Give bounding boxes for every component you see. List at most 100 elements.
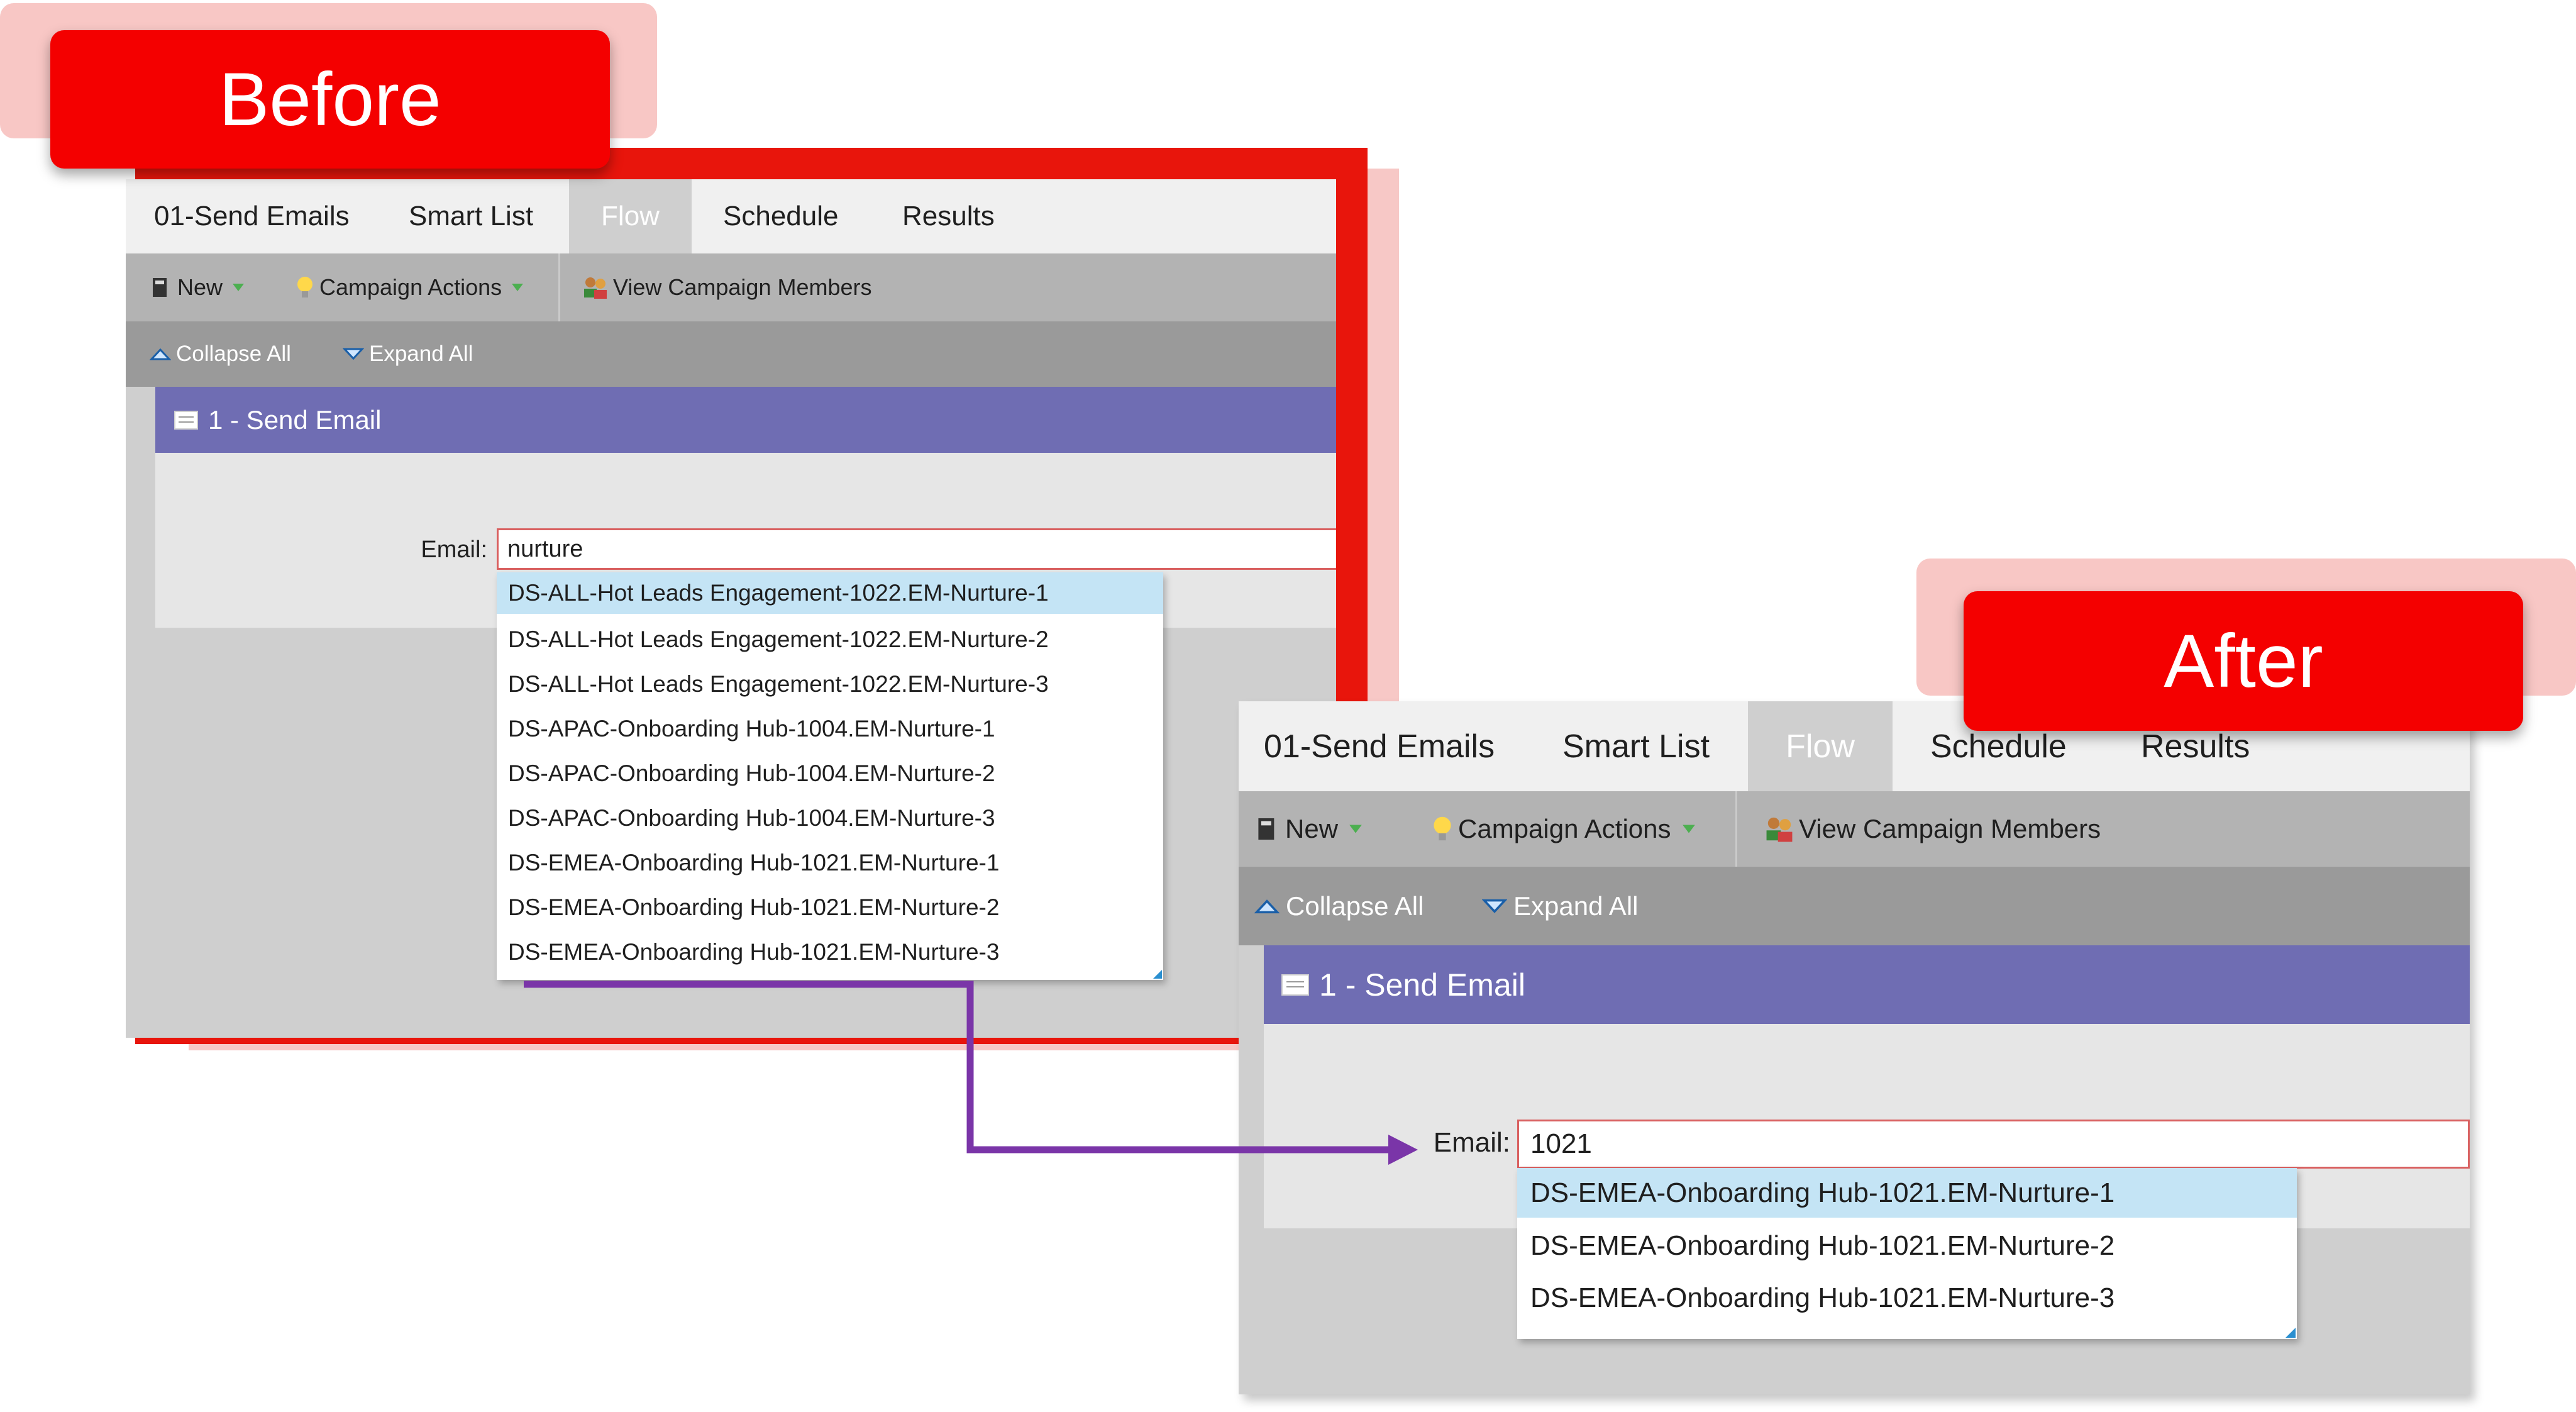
campaign-actions-button[interactable]: Campaign Actions (296, 253, 524, 321)
option-label: DS-APAC-Onboarding Hub-1004.EM-Nurture-1 (508, 715, 995, 742)
tab-label: Smart List (1562, 728, 1710, 765)
chevron-down-icon (512, 284, 524, 291)
collapse-all-button[interactable]: Collapse All (150, 321, 291, 387)
dropdown-option[interactable]: DS-EMEA-Onboarding Hub-1021.EM-Nurture-3 (497, 930, 1163, 974)
dropdown-option[interactable]: DS-EMEA-Onboarding Hub-1021.EM-Nurture-2 (1517, 1220, 2297, 1272)
new-icon (1258, 818, 1274, 840)
tab-smart-list[interactable]: Smart List (409, 179, 533, 253)
after-subbar: Collapse All Expand All (1239, 867, 2470, 945)
dropdown-option[interactable]: DS-EMEA-Onboarding Hub-1021.EM-Nurture-1 (497, 840, 1163, 885)
toolbar-divider (558, 253, 560, 321)
tab-label: Schedule (723, 201, 839, 231)
collapse-all-label: Collapse All (176, 342, 291, 366)
option-label: DS-EMEA-Onboarding Hub-1021.EM-Nurture-2 (1530, 1230, 2115, 1261)
expand-icon (1482, 899, 1507, 913)
tab-flow[interactable]: Flow (1748, 701, 1893, 791)
lightbulb-icon (297, 277, 312, 297)
dropdown-option[interactable]: DS-EMEA-Onboarding Hub-1021.EM-Nurture-2 (497, 885, 1163, 930)
people-icon (1766, 817, 1793, 842)
tab-label: 01-Send Emails (1264, 728, 1495, 765)
expand-all-label: Expand All (1513, 891, 1639, 921)
after-toolbar: New Campaign Actions View Campaign Membe… (1239, 791, 2470, 867)
dropdown-option[interactable]: DS-ALL-Hot Leads Engagement-1022.EM-Nurt… (497, 662, 1163, 706)
before-toolbar: New Campaign Actions View Campaign Membe… (126, 253, 1336, 321)
view-members-label: View Campaign Members (613, 274, 872, 300)
dropdown-option[interactable]: DS-APAC-Onboarding Hub-1004.EM-Nurture-3 (497, 796, 1163, 840)
email-input-value: nurture (507, 535, 583, 562)
before-subbar: Collapse All Expand All (126, 321, 1336, 387)
campaign-actions-label: Campaign Actions (319, 274, 502, 300)
view-campaign-members-button[interactable]: View Campaign Members (582, 253, 872, 321)
before-label: Before (50, 30, 610, 169)
resize-handle-icon[interactable] (2286, 1328, 2296, 1338)
tab-label: Schedule (1930, 728, 2067, 765)
option-label: DS-EMEA-Onboarding Hub-1021.EM-Nurture-1 (508, 849, 1000, 876)
dropdown-option[interactable]: DS-ALL-Hot Leads Engagement-1022.EM-Nurt… (497, 617, 1163, 662)
toolbar-divider (1735, 791, 1737, 867)
tab-schedule[interactable]: Schedule (723, 179, 838, 253)
tab-send-emails[interactable]: 01-Send Emails (154, 179, 350, 253)
option-label: DS-ALL-Hot Leads Engagement-1022.EM-Nurt… (508, 626, 1049, 652)
chevron-down-icon (1682, 825, 1695, 833)
people-icon (584, 277, 607, 299)
option-label: DS-EMEA-Onboarding Hub-1021.EM-Nurture-1 (1530, 1177, 2115, 1208)
step-title: 1 - Send Email (1319, 967, 1525, 1003)
chevron-down-icon (1349, 825, 1362, 833)
tab-label: Smart List (409, 201, 534, 231)
email-input-value: 1021 (1530, 1128, 1592, 1159)
new-icon (153, 278, 167, 297)
option-label: DS-EMEA-Onboarding Hub-1021.EM-Nurture-3 (508, 938, 1000, 965)
expand-all-label: Expand All (369, 342, 473, 366)
tab-label: Results (2141, 728, 2250, 765)
before-email-dropdown: DS-ALL-Hot Leads Engagement-1022.EM-Nurt… (497, 572, 1163, 980)
tab-label: Flow (1786, 728, 1855, 765)
tab-send-emails[interactable]: 01-Send Emails (1264, 701, 1495, 791)
before-step-header[interactable]: 1 - Send Email (155, 387, 1336, 453)
new-button[interactable]: New (151, 253, 245, 321)
tab-results[interactable]: Results (2141, 701, 2250, 791)
new-label: New (1285, 814, 1339, 843)
tab-label: 01-Send Emails (154, 201, 350, 231)
collapse-icon (150, 348, 171, 360)
dropdown-option[interactable]: DS-EMEA-Onboarding Hub-1021.EM-Nurture-3 (1517, 1272, 2297, 1324)
dropdown-option[interactable]: DS-ALL-Hot Leads Engagement-1022.EM-Nurt… (497, 572, 1163, 614)
collapse-all-label: Collapse All (1286, 891, 1424, 921)
email-icon (174, 410, 198, 430)
expand-all-button[interactable]: Expand All (1482, 867, 1638, 945)
new-button[interactable]: New (1256, 791, 1363, 867)
option-label: DS-APAC-Onboarding Hub-1004.EM-Nurture-2 (508, 760, 995, 786)
option-label: DS-APAC-Onboarding Hub-1004.EM-Nurture-3 (508, 804, 995, 831)
collapse-all-button[interactable]: Collapse All (1254, 867, 1423, 945)
option-label: DS-ALL-Hot Leads Engagement-1022.EM-Nurt… (508, 580, 1049, 606)
after-email-dropdown: DS-EMEA-Onboarding Hub-1021.EM-Nurture-1… (1517, 1168, 2297, 1339)
resize-handle-icon[interactable] (1153, 970, 1162, 979)
tab-results[interactable]: Results (902, 179, 995, 253)
tab-schedule[interactable]: Schedule (1930, 701, 2067, 791)
step-title: 1 - Send Email (208, 404, 382, 435)
tab-smart-list[interactable]: Smart List (1562, 701, 1710, 791)
after-step-header[interactable]: 1 - Send Email (1264, 945, 2470, 1024)
expand-icon (343, 348, 364, 360)
tab-flow[interactable]: Flow (569, 179, 692, 253)
email-icon (1281, 974, 1309, 996)
dropdown-option[interactable]: DS-APAC-Onboarding Hub-1004.EM-Nurture-1 (497, 706, 1163, 751)
dropdown-option[interactable]: DS-APAC-Onboarding Hub-1004.EM-Nurture-2 (497, 751, 1163, 796)
tab-label: Flow (601, 201, 660, 231)
dropdown-option[interactable]: DS-EMEA-Onboarding Hub-1021.EM-Nurture-1 (1517, 1168, 2297, 1218)
email-search-input[interactable]: 1021 (1517, 1120, 2470, 1169)
email-label: Email: (421, 536, 487, 563)
view-campaign-members-button[interactable]: View Campaign Members (1764, 791, 2101, 867)
email-search-input[interactable]: nurture (497, 528, 1336, 570)
option-label: DS-EMEA-Onboarding Hub-1021.EM-Nurture-3 (1530, 1282, 2115, 1313)
campaign-actions-button[interactable]: Campaign Actions (1432, 791, 1696, 867)
email-label: Email: (1433, 1127, 1510, 1158)
collapse-icon (1254, 899, 1280, 913)
expand-all-button[interactable]: Expand All (343, 321, 473, 387)
after-label: After (1964, 591, 2523, 731)
lightbulb-icon (1434, 816, 1451, 841)
new-label: New (177, 274, 223, 300)
option-label: DS-ALL-Hot Leads Engagement-1022.EM-Nurt… (508, 670, 1049, 697)
before-tab-bar: 01-Send Emails Smart List Flow Schedule … (126, 179, 1336, 253)
before-panel: 01-Send Emails Smart List Flow Schedule … (126, 179, 1336, 1038)
tab-label: Results (902, 201, 995, 231)
